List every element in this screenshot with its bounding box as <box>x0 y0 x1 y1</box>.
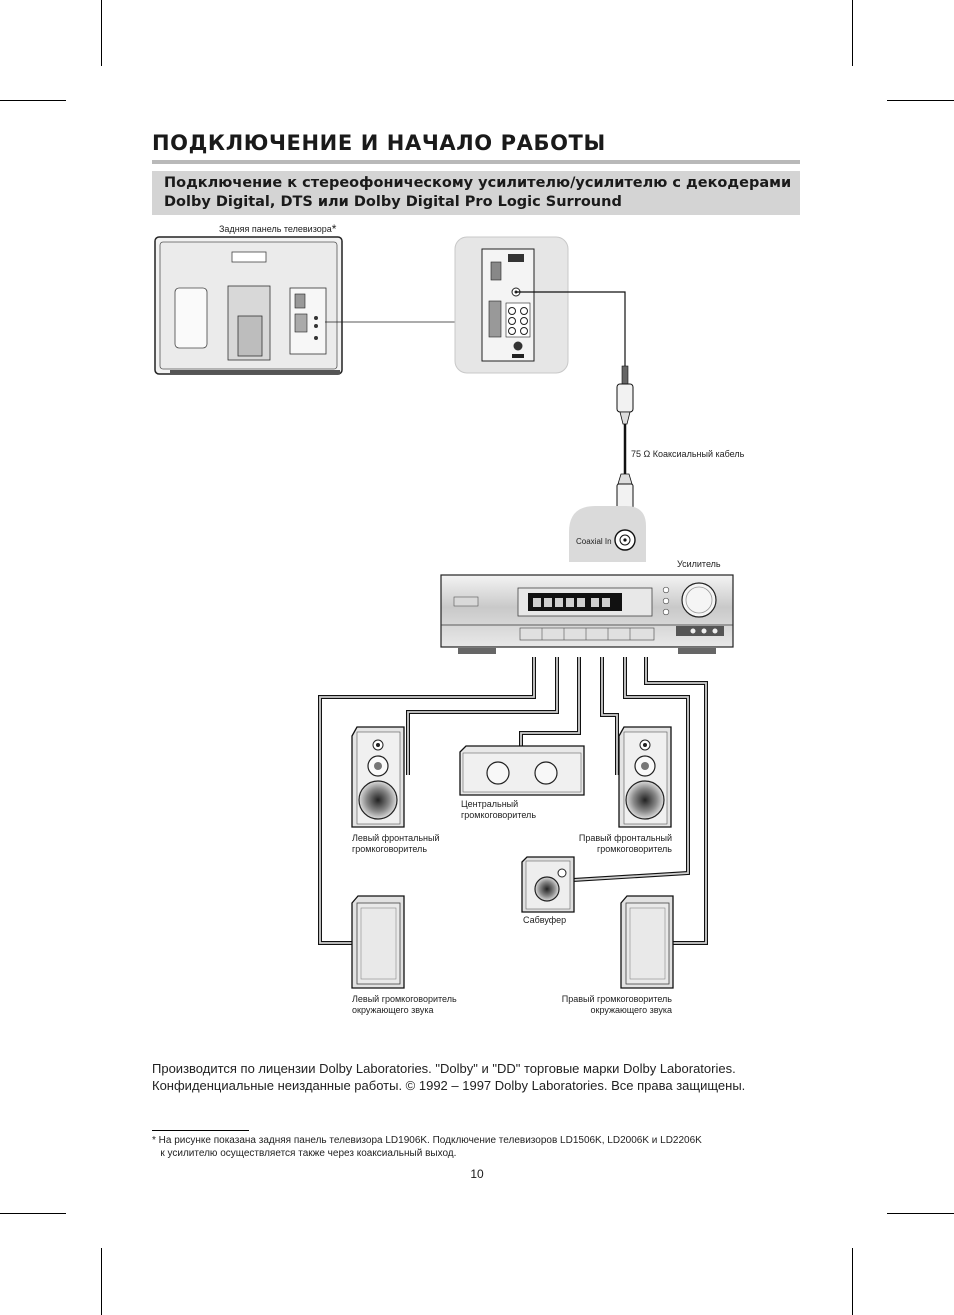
title-rule <box>152 160 800 164</box>
footnote: * На рисунке показана задняя панель теле… <box>152 1134 812 1160</box>
right-surround-speaker <box>620 895 674 989</box>
footnote-line: * На рисунке показана задняя панель теле… <box>152 1135 702 1146</box>
rca-plug-top <box>616 365 634 425</box>
license-line: Конфиденциальные неизданные работы. © 19… <box>152 1078 746 1093</box>
center-speaker-label: Центральный громкоговоритель <box>461 799 537 820</box>
page-number: 10 <box>470 1167 484 1181</box>
subwoofer-label: Сабвуфер <box>523 915 567 925</box>
speaker-wires <box>318 657 708 945</box>
crop-mark <box>887 100 954 101</box>
coaxial-in-label: Coaxial In <box>576 537 612 546</box>
subwoofer <box>521 856 575 913</box>
footnote-rule <box>152 1130 249 1131</box>
tv-rear-label: Задняя панель телевизора* <box>219 222 337 236</box>
section-heading-box <box>152 171 800 215</box>
crop-mark <box>101 0 102 66</box>
crop-mark <box>101 1248 102 1315</box>
crop-mark <box>0 1213 66 1214</box>
section-heading: Подключение к стереофоническому усилител… <box>164 174 800 212</box>
right-front-label: Правый фронтальный громкоговоритель <box>578 833 672 854</box>
tv-rear-label-text: Задняя панель телевизора <box>219 224 332 234</box>
section-heading-line: Dolby Digital, DTS или Dolby Digital Pro… <box>164 194 622 210</box>
coaxial-in-callout <box>569 506 646 562</box>
coaxial-cable <box>516 291 626 370</box>
crop-mark <box>852 0 853 66</box>
center-speaker <box>459 745 585 796</box>
license-line: Производится по лицензии Dolby Laborator… <box>152 1061 736 1076</box>
right-front-speaker <box>618 726 672 828</box>
left-front-label: Левый фронтальный громкоговоритель <box>352 833 440 854</box>
amplifier <box>440 574 734 654</box>
tv-rear-panel <box>154 236 343 375</box>
cable-label: 75 Ω Коаксиальный кабель <box>631 449 745 459</box>
tv-connector-panel <box>454 236 569 374</box>
section-heading-line: Подключение к стереофоническому усилител… <box>164 175 792 191</box>
footnote-line: к усилителю осуществляется также через к… <box>152 1148 457 1159</box>
page-title: ПОДКЛЮЧЕНИЕ И НАЧАЛО РАБОТЫ <box>152 131 606 155</box>
asterisk: * <box>331 222 337 236</box>
right-surround-label: Правый громкоговоритель окружающего звук… <box>561 994 672 1015</box>
crop-mark <box>852 1248 853 1315</box>
license-text: Производится по лицензии Dolby Laborator… <box>152 1060 792 1094</box>
left-surround-speaker <box>351 895 405 989</box>
crop-mark <box>0 100 66 101</box>
crop-mark <box>887 1213 954 1214</box>
left-surround-label: Левый громкоговоритель окружающего звука <box>352 994 457 1015</box>
left-front-speaker <box>351 726 405 828</box>
amplifier-label: Усилитель <box>677 559 721 569</box>
